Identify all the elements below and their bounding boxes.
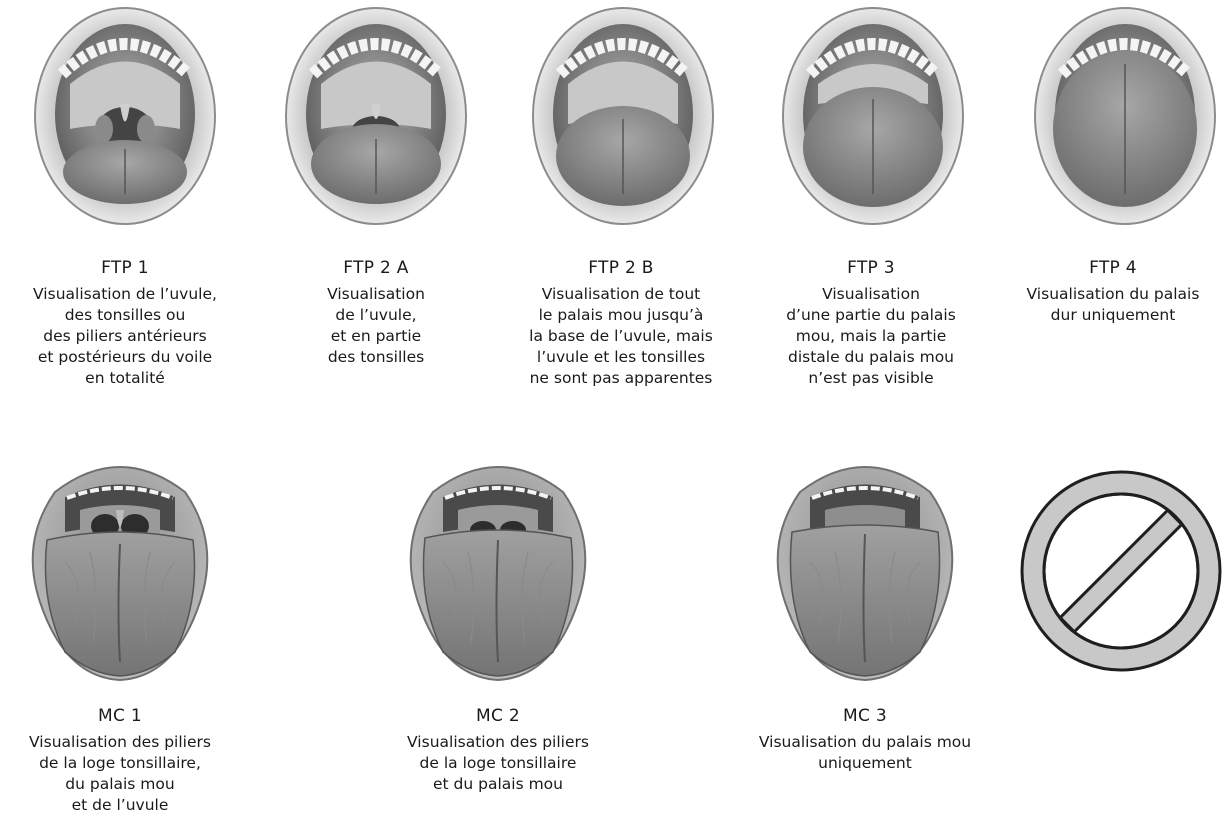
mc1-illustration <box>25 452 215 684</box>
mc1-caption: MC 1 Visualisation des piliers de la log… <box>0 706 240 816</box>
ftp1-title: FTP 1 <box>0 258 250 278</box>
mc3-illustration <box>770 452 960 684</box>
mc3-caption: MC 3 Visualisation du palais mou uniquem… <box>725 706 1005 774</box>
mc2-illustration <box>403 452 593 684</box>
ftp2a-caption: FTP 2 A Visualisation de l’uvule, et en … <box>266 258 486 368</box>
ftp1-illustration <box>30 4 220 229</box>
ftp1-description: Visualisation de l’uvule, des tonsilles … <box>0 284 250 389</box>
prohibition-icon <box>1018 468 1224 674</box>
ftp2b-illustration <box>528 4 718 229</box>
ftp2a-illustration <box>281 4 471 229</box>
ftp2b-caption: FTP 2 B Visualisation de tout le palais … <box>496 258 746 389</box>
ftp4-caption: FTP 4 Visualisation du palais dur unique… <box>997 258 1229 326</box>
ftp2b-title: FTP 2 B <box>496 258 746 278</box>
ftp2a-title: FTP 2 A <box>266 258 486 278</box>
ftp1-caption: FTP 1 Visualisation de l’uvule, des tons… <box>0 258 250 389</box>
ftp3-description: Visualisation d’une partie du palais mou… <box>756 284 986 389</box>
ftp3-illustration <box>778 4 968 229</box>
ftp4-illustration <box>1030 4 1220 229</box>
mc2-caption: MC 2 Visualisation des piliers de la log… <box>378 706 618 795</box>
mc1-description: Visualisation des piliers de la loge ton… <box>0 732 240 816</box>
ftp2a-description: Visualisation de l’uvule, et en partie d… <box>266 284 486 368</box>
ftp4-description: Visualisation du palais dur uniquement <box>997 284 1229 326</box>
mc3-title: MC 3 <box>725 706 1005 726</box>
mc1-title: MC 1 <box>0 706 240 726</box>
mc2-description: Visualisation des piliers de la loge ton… <box>378 732 618 795</box>
ftp3-title: FTP 3 <box>756 258 986 278</box>
mc3-description: Visualisation du palais mou uniquement <box>725 732 1005 774</box>
ftp3-caption: FTP 3 Visualisation d’une partie du pala… <box>756 258 986 389</box>
ftp2b-description: Visualisation de tout le palais mou jusq… <box>496 284 746 389</box>
ftp4-title: FTP 4 <box>997 258 1229 278</box>
mc2-title: MC 2 <box>378 706 618 726</box>
